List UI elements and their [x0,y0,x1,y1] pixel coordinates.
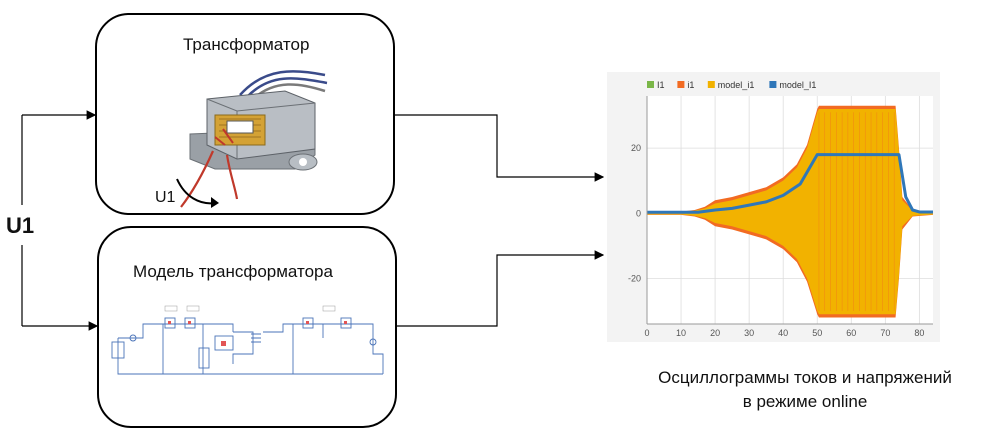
x-tick-label: 80 [914,328,924,338]
chart-caption-line2: в режиме online [742,392,868,411]
x-tick-label: 70 [880,328,890,338]
legend-swatch-i1 [677,81,685,88]
legend-label-I1: I1 [657,80,665,90]
oscillogram-chart: 0 10 20 30 40 50 60 70 80 20 0 -20 I1 i1 model_i1 model… [607,72,940,342]
x-tick-label: 0 [644,328,649,338]
legend-label-model_I1: model_I1 [779,80,816,90]
chart-svg: 0 10 20 30 40 50 60 70 80 20 0 -20 I1 i1 model_i1 model… [628,80,933,338]
transformer-title: Трансформатор [183,35,310,54]
series-model_i1-area [647,109,933,315]
circuit-schematic [103,298,393,388]
arrow-transformer-to-chart [395,114,605,182]
transformer-box: Трансформатор U1 [95,13,395,215]
legend-label-model_i1: model_i1 [718,80,755,90]
input-label: U1 [6,213,35,238]
x-tick-label: 40 [778,328,788,338]
chart-caption-line1: Осциллограммы токов и напряжений [658,368,952,387]
x-tick-label: 60 [846,328,856,338]
model-title: Модель трансформатора [133,262,333,281]
transformer-u1-label: U1 [155,189,176,206]
chart-caption: Осциллограммы токов и напряжений в режим… [620,366,990,414]
y-tick-label: 0 [636,208,641,218]
legend-swatch-model_I1 [769,81,777,88]
x-tick-label: 50 [812,328,822,338]
x-tick-label: 20 [710,328,720,338]
x-tick-label: 30 [744,328,754,338]
model-box: Модель трансформатора [97,226,397,428]
x-tick-label: 10 [676,328,686,338]
legend-label-i1: i1 [687,80,694,90]
series-model_I1-line [647,153,933,214]
arrow-model-to-chart [397,250,605,327]
legend-swatch-model_i1 [707,81,715,88]
y-tick-label: -20 [628,273,641,283]
y-tick-label: 20 [631,143,641,153]
transformer-image [180,70,328,208]
u1-curved-arrow [176,178,219,208]
legend-swatch-I1 [647,81,654,88]
